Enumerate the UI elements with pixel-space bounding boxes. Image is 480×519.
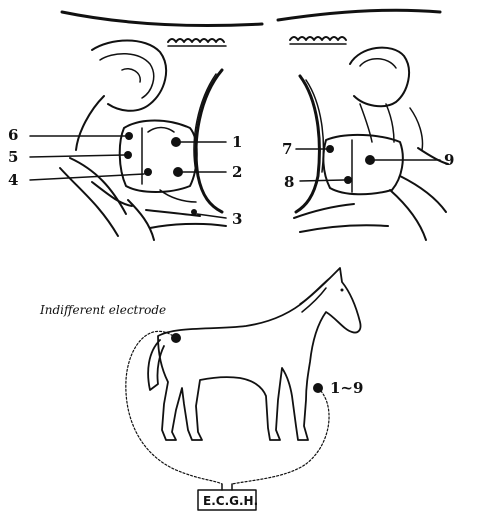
label-8: 8 [284, 173, 294, 191]
label-6: 6 [8, 126, 18, 144]
label-2: 2 [232, 163, 242, 181]
label-9: 9 [444, 151, 454, 169]
horse-figure: Indifferent electrode 1~9 E.C.G.H. [39, 268, 363, 510]
electrode-point-9 [365, 155, 375, 165]
left-heart-section: 1 2 3 4 5 6 [8, 12, 262, 240]
ecg-device-label: E.C.G.H. [203, 494, 258, 508]
electrode-point-5 [124, 151, 132, 159]
label-4: 4 [8, 171, 18, 189]
label-3: 3 [232, 210, 242, 228]
right-heart-section: 7 8 9 [278, 10, 454, 240]
label-5: 5 [8, 148, 18, 166]
electrode-point-4 [144, 168, 152, 176]
indifferent-electrode-dot [171, 333, 181, 343]
label-1: 1 [232, 133, 242, 151]
electrode-point-2 [173, 167, 183, 177]
electrode-point-6 [125, 132, 133, 140]
electrode-point-7 [326, 145, 334, 153]
label-7: 7 [282, 140, 292, 158]
electrode-point-1 [171, 137, 181, 147]
electrode-point-8 [344, 176, 352, 184]
exploring-electrode-dot [313, 383, 323, 393]
indifferent-electrode-label: Indifferent electrode [39, 303, 166, 317]
electrode-point-3 [191, 209, 197, 215]
exploring-electrode-label: 1~9 [330, 379, 363, 397]
